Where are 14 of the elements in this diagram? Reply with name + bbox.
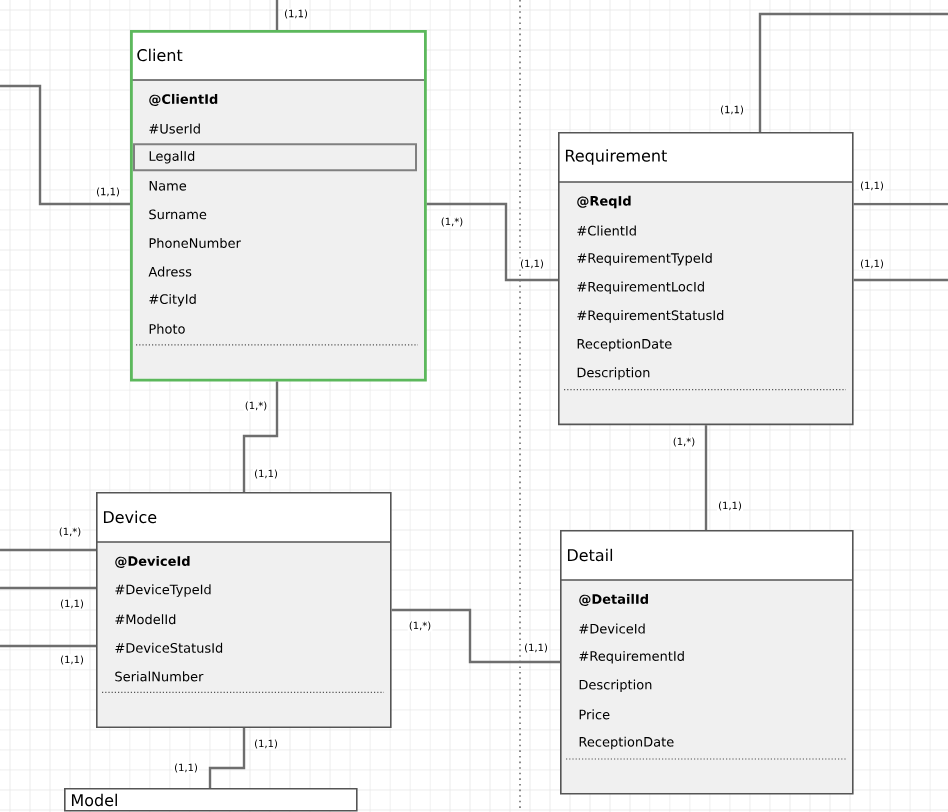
- connector-line: [853, 278, 948, 282]
- connector-line: [242, 381, 279, 492]
- connector-line: [426, 202, 558, 282]
- connector-line: [391, 608, 560, 664]
- connector-line: [0, 548, 96, 552]
- connector-line: [275, 0, 279, 30]
- connector-line: [704, 425, 708, 530]
- entity-box: Model: [64, 788, 358, 812]
- connector-line: [758, 12, 948, 132]
- connector-line: [0, 586, 96, 590]
- connector-line: [208, 728, 246, 788]
- connector-line: [853, 202, 948, 206]
- connector-line: [0, 84, 130, 206]
- connector-line: [0, 644, 96, 648]
